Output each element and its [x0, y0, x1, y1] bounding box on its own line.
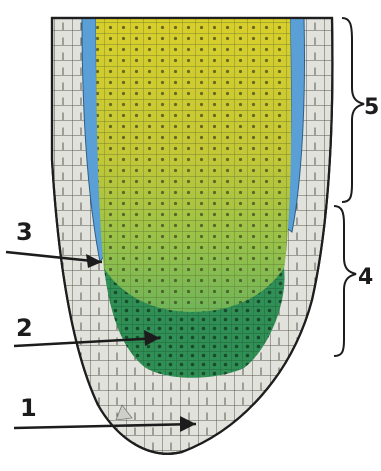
label-4: 4	[358, 265, 373, 290]
label-2: 2	[16, 314, 33, 342]
label-1: 1	[20, 394, 37, 422]
brace-5	[342, 18, 364, 202]
label-5: 5	[364, 95, 379, 120]
label-3: 3	[16, 218, 33, 246]
brace-4	[334, 206, 356, 356]
